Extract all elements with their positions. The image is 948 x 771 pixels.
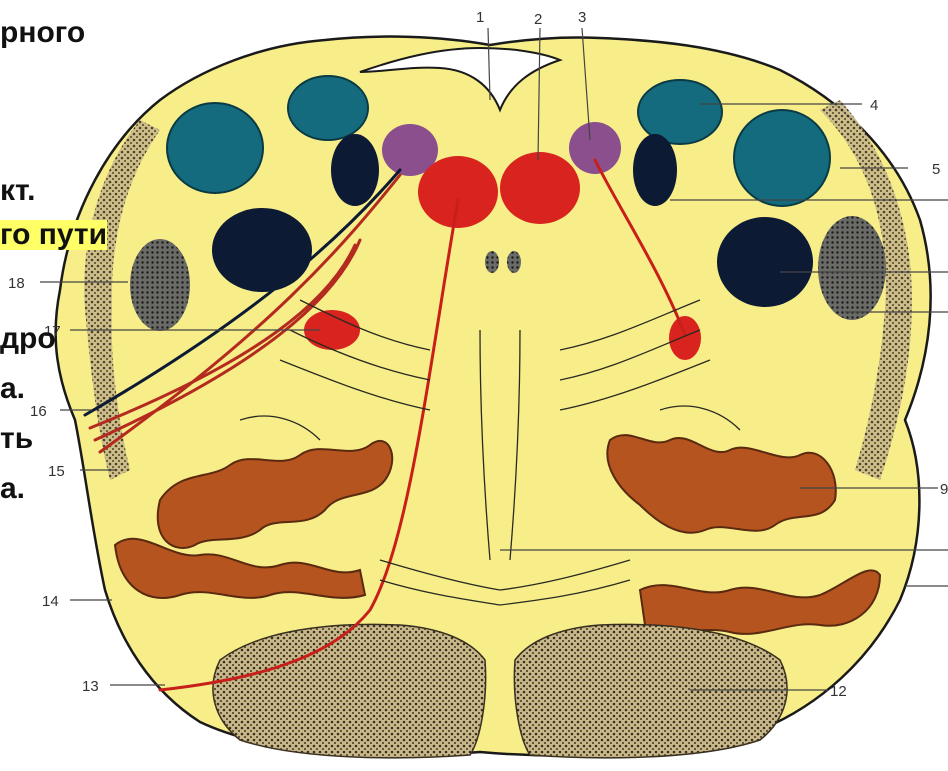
right-blue-nucleus-2 [734,110,830,206]
right-gray-tract [818,216,886,320]
right-dark-nucleus-2 [717,217,813,307]
left-pyramid [213,624,486,757]
label-3: 3 [578,9,586,26]
left-gray-tract [130,239,190,331]
overlay-text-3: го пути [0,220,107,250]
right-pyramid [514,624,787,757]
label-12: 12 [830,683,847,700]
right-dark-nucleus-1 [633,134,677,206]
central-dot-1 [485,251,499,273]
overlay-text-1: рного [0,18,85,48]
label-1: 1 [476,9,484,26]
overlay-text-2: кт. [0,176,35,206]
label-15: 15 [48,463,65,480]
overlay-text-6: ть [0,424,33,454]
central-dot-2 [507,251,521,273]
right-purple-nucleus [569,122,621,174]
label-14: 14 [42,593,59,610]
label-5: 5 [932,161,940,178]
left-blue-nucleus-2 [288,76,368,140]
overlay-text-5: а. [0,374,25,404]
label-9: 9 [940,481,948,498]
label-18: 18 [8,275,25,292]
label-2: 2 [534,11,542,28]
overlay-text-4: дро [0,324,56,354]
left-red-nucleus [418,156,498,228]
left-dark-nucleus-2 [212,208,312,292]
overlay-text-7: а. [0,474,25,504]
right-blue-nucleus-1 [638,80,722,144]
label-13: 13 [82,678,99,695]
label-16: 16 [30,403,47,420]
left-blue-nucleus-1 [167,103,263,193]
label-4: 4 [870,97,878,114]
right-small-red-nucleus [669,316,701,360]
left-dark-nucleus-1 [331,134,379,206]
right-red-nucleus [500,152,580,224]
